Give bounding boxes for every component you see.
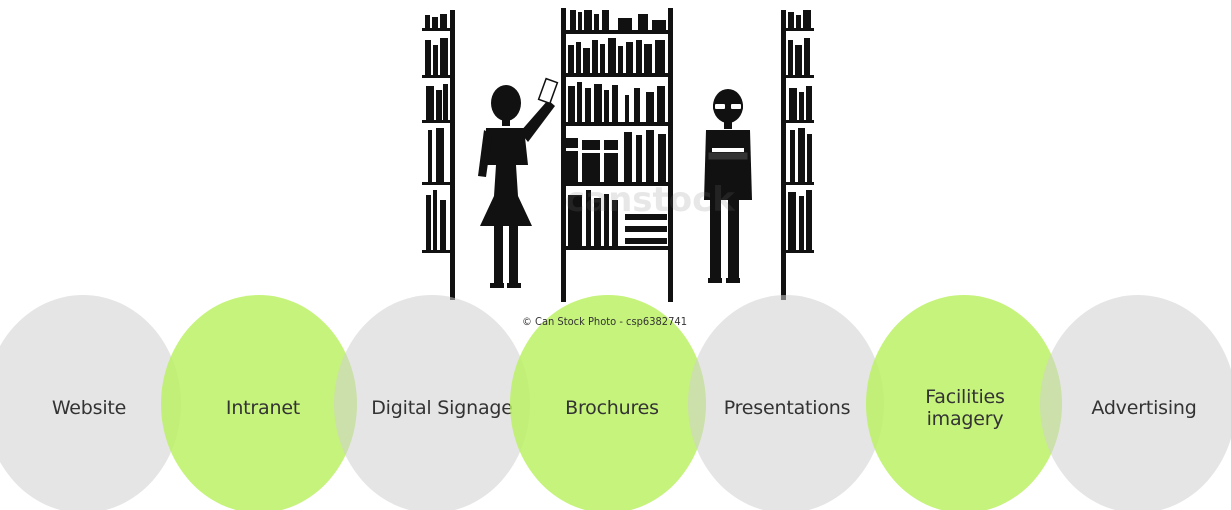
woman-figure [478, 77, 559, 288]
circle-label: Website [51, 397, 127, 420]
circle-label: Advertising [1091, 397, 1197, 420]
circle-label: Digital Signage [371, 397, 513, 420]
circle-intranet: Intranet [161, 295, 357, 510]
center-bookshelf [561, 8, 673, 302]
circle-label: Intranet [225, 397, 301, 420]
circle-advertising: Advertising [1040, 295, 1231, 510]
circle-label: Facilities imagery [925, 386, 1005, 430]
circle-presentations: Presentations [688, 295, 884, 510]
circle-brochures: Brochures [510, 295, 706, 510]
copyright-text: © Can Stock Photo - csp6382741 [522, 315, 687, 328]
circle-label: Brochures [565, 397, 659, 420]
circle-digital-signage: Digital Signage [334, 295, 530, 510]
circle-label: Presentations [723, 397, 851, 420]
watermark: canstock [565, 180, 735, 220]
man-figure [704, 89, 752, 283]
circle-website: Website [0, 295, 181, 510]
left-bookshelf [422, 10, 455, 300]
circle-facilities-imagery: Facilities imagery [866, 295, 1062, 510]
right-bookshelf [781, 10, 814, 300]
